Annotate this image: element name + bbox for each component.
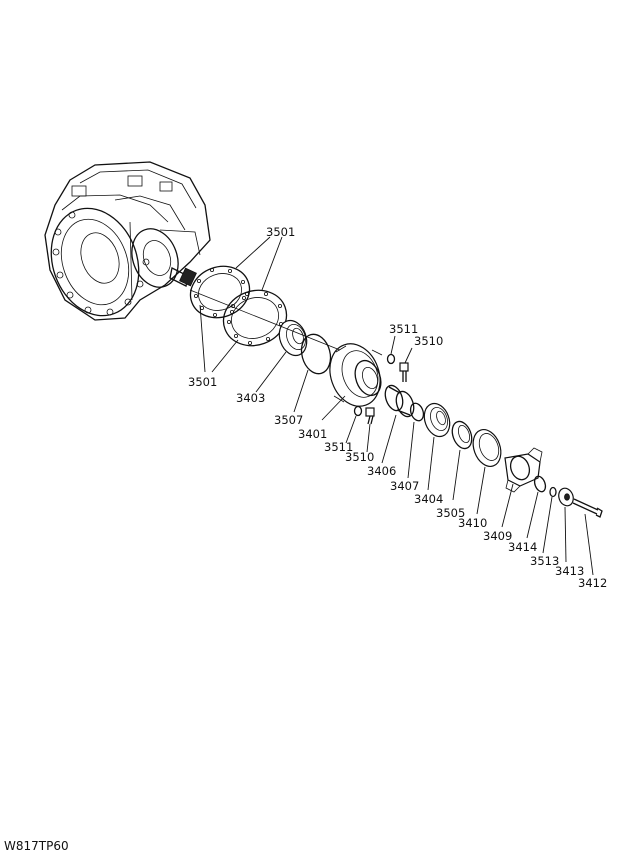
label-3401: 3401: [298, 427, 327, 441]
bolt-3412: [572, 498, 603, 518]
drawing-code: W817TP60: [4, 839, 69, 853]
label-3407: 3407: [390, 479, 419, 493]
bearing-3404: [423, 402, 451, 438]
gasket-3501-b: [222, 289, 288, 347]
axle-housing: [44, 161, 211, 321]
label-3511-top: 3511: [389, 322, 418, 336]
washer-3511-bottom: [353, 405, 363, 417]
label-3403: 3403: [236, 391, 265, 405]
seal-3505: [451, 420, 473, 450]
yoke-3409: [504, 447, 543, 493]
o-ring-3507: [300, 333, 332, 375]
label-3505: 3505: [436, 506, 465, 520]
label-3513: 3513: [530, 554, 559, 568]
ring-3407: [409, 402, 425, 422]
bolt-3510-bottom: [365, 407, 375, 425]
label-3406: 3406: [367, 464, 396, 478]
label-3413: 3413: [555, 564, 584, 578]
label-3412: 3412: [578, 576, 607, 590]
label-3414: 3414: [508, 540, 537, 554]
label-3510-bottom: 3510: [345, 450, 374, 464]
label-3409: 3409: [483, 529, 512, 543]
carrier-3401: [329, 343, 383, 407]
label-3501-bottom: 3501: [188, 375, 217, 389]
plate-3413: [558, 487, 574, 507]
seal-3403: [278, 319, 308, 357]
label-3510-top: 3510: [414, 334, 443, 348]
leader-lines: [199, 236, 594, 576]
spacer-3406: [384, 384, 415, 418]
label-3507: 3507: [274, 413, 303, 427]
label-3511-bottom: 3511: [324, 440, 353, 454]
center-axis-line: [189, 289, 341, 351]
bolt-3510-top: [399, 362, 409, 382]
washer-3513: [549, 486, 557, 498]
label-3404: 3404: [414, 492, 443, 506]
seal-3410: [472, 429, 502, 467]
washer-3511-top: [386, 353, 396, 365]
o-ring-3414: [533, 475, 547, 493]
label-3410: 3410: [458, 516, 487, 530]
label-3501-top: 3501: [266, 225, 295, 239]
